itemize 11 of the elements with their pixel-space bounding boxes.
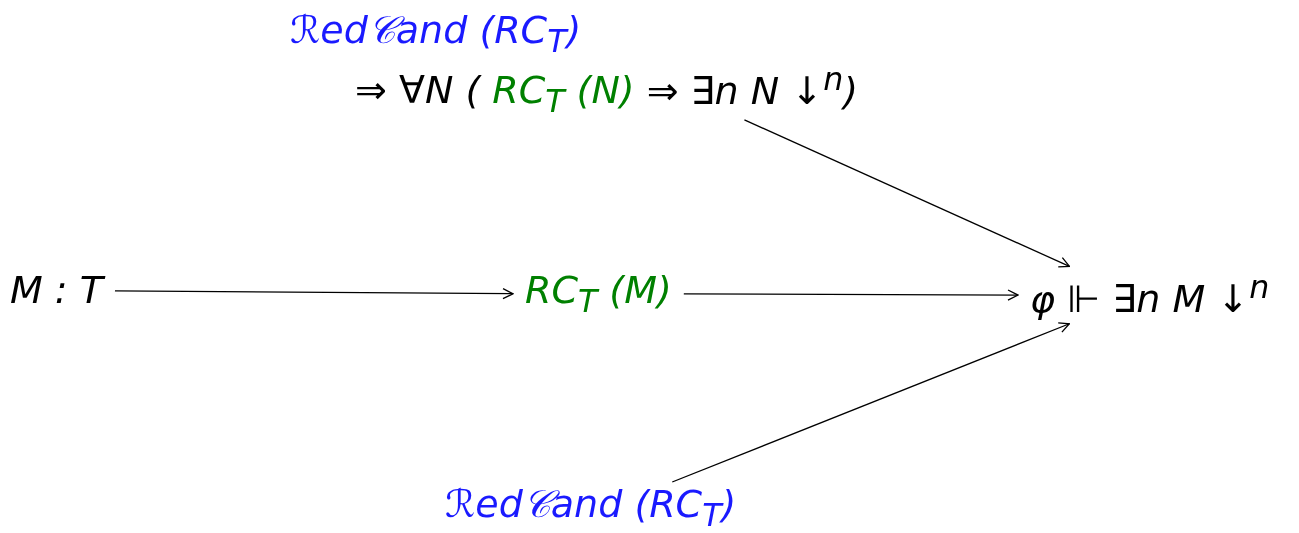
arrow [671,322,1070,483]
formula-text: ⇒ ∀N ( [355,68,481,114]
formula-text: RC$_{T}$ (M) [525,268,672,320]
formula-text: ℛed𝒞and (RC$_{T}$) [445,482,737,533]
formula-text: ℛed𝒞and (RC$_{T}$) [290,8,582,60]
arrow [743,119,1071,268]
arrow [683,289,1019,301]
formula-text: ⇒ ∃n N ↓$^{n}$) [646,59,859,114]
formula-text: RC$_{T}$ (N) [492,68,635,120]
arrow [114,288,514,300]
formula-text: φ ⊩ ∃n M ↓$^{n}$ [1030,268,1270,323]
